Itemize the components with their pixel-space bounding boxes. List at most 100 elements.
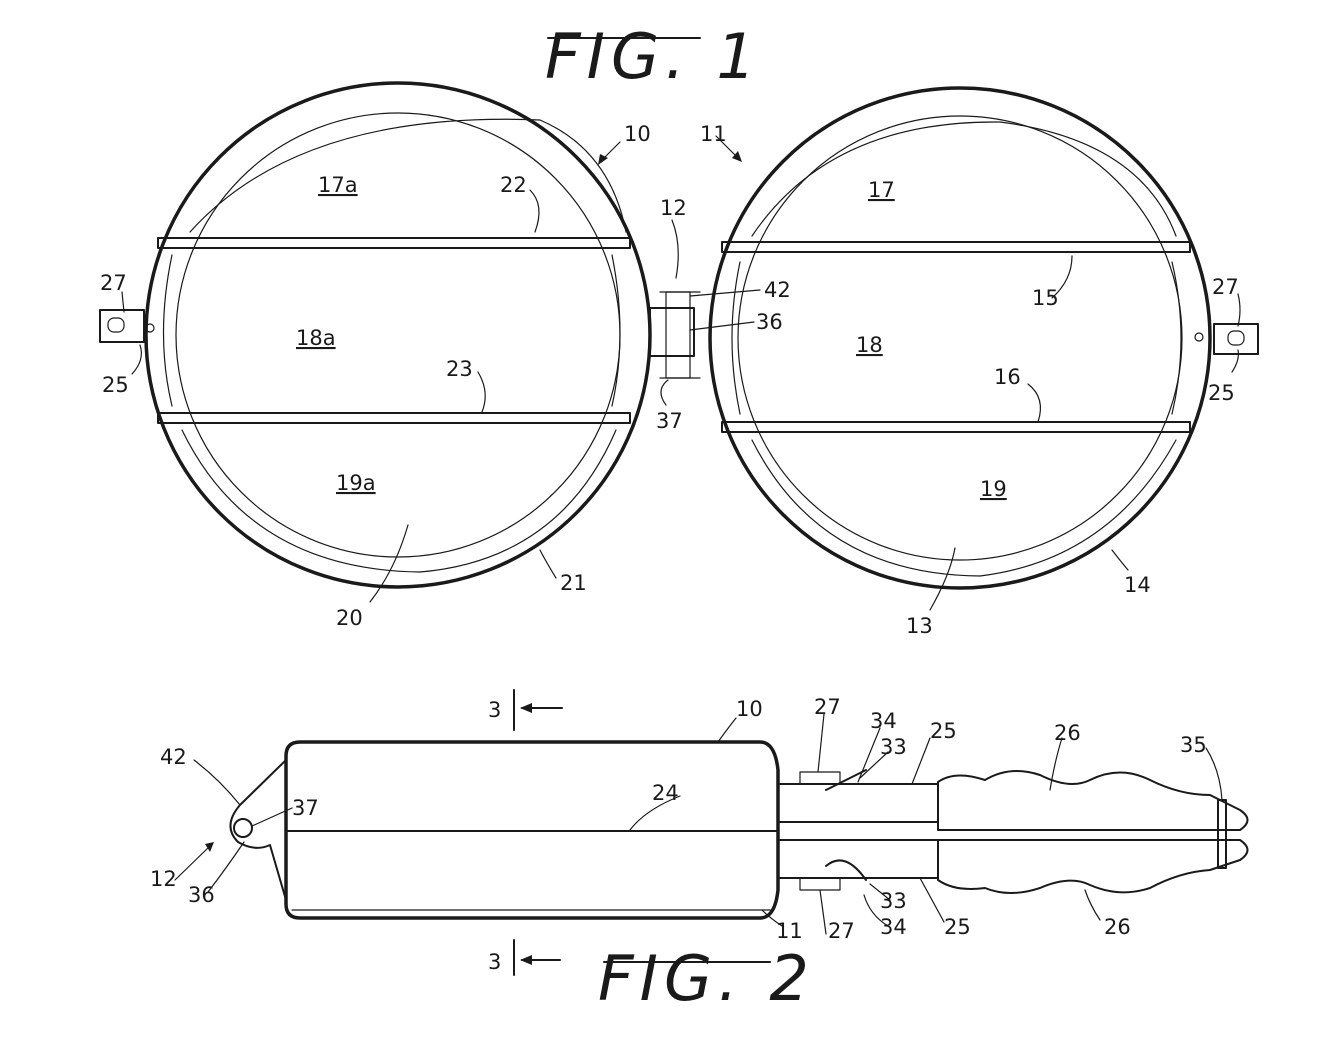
label-12: 12 [660, 196, 687, 220]
right-handle-stub [1213, 323, 1259, 355]
label-25-left: 25 [102, 373, 129, 397]
leader-25t [911, 737, 931, 785]
label-25-right: 25 [1208, 381, 1235, 405]
leader-27t [817, 713, 825, 773]
leader-33b [869, 883, 891, 901]
fig2-label-36: 36 [188, 883, 215, 907]
fig2-label-24: 24 [652, 781, 679, 805]
fig2-label-34-bottom: 34 [880, 915, 907, 939]
label-17: 17 [868, 178, 895, 202]
fig2-label-10: 10 [736, 697, 763, 721]
left-pan-lower-rib [157, 412, 631, 424]
label-21: 21 [560, 571, 587, 595]
compartment-19-outline [751, 439, 1177, 577]
leader-21 [539, 549, 557, 579]
fig-1: FIG. 1 [99, 20, 1259, 638]
leader-36 [689, 321, 755, 331]
leader-26b [1084, 889, 1101, 921]
leader-23 [477, 371, 486, 413]
right-pivot-dot [1194, 332, 1204, 342]
fig2-label-25-bottom: 25 [944, 915, 971, 939]
leader-15 [1051, 255, 1073, 299]
hinge-barrel [649, 307, 695, 357]
leader-26t [1049, 737, 1063, 791]
compartment-17a-outline [189, 118, 627, 233]
upper-latch-34 [825, 769, 867, 791]
leader-12 [671, 219, 679, 279]
label-27-right: 27 [1212, 275, 1239, 299]
lower-clip-27 [799, 877, 841, 891]
leader-34b [863, 894, 889, 927]
compartment-18-right-edge [1171, 261, 1182, 415]
leader-22 [529, 189, 540, 233]
right-pan-lower-rib [721, 421, 1191, 433]
section-label-top: 3 [488, 698, 501, 722]
leader-25a [131, 344, 142, 375]
leader-25b [1231, 349, 1239, 373]
fig2-label-27-bottom: 27 [828, 919, 855, 943]
label-36: 36 [756, 310, 783, 334]
leader-34t [857, 727, 881, 783]
right-handle-slot [1227, 330, 1245, 346]
label-16: 16 [994, 365, 1021, 389]
arrowhead-10 [598, 154, 608, 165]
fig-1-title: FIG. 1 [545, 20, 762, 93]
leader-11-fig2 [761, 909, 783, 927]
leader-24-fig2 [629, 795, 681, 831]
fig2-label-33-top: 33 [880, 735, 907, 759]
right-pan [708, 86, 1259, 611]
label-22: 22 [500, 173, 527, 197]
left-handle-slot [107, 317, 125, 333]
label-19: 19 [980, 477, 1007, 501]
fig2-label-25-top: 25 [930, 719, 957, 743]
leader-27b-fig2 [819, 889, 827, 935]
leader-33t [859, 751, 889, 779]
hinge-pin-37 [233, 818, 253, 838]
leader-42-fig2 [193, 759, 241, 806]
arrowhead-11 [732, 151, 742, 162]
left-handle-stub [99, 309, 145, 343]
arrow-12-fig2 [174, 845, 211, 881]
label-20: 20 [336, 606, 363, 630]
upper-clip-27 [799, 771, 841, 785]
upper-handle-shaft [777, 783, 939, 823]
label-18a: 18a [296, 326, 336, 350]
section-arrowhead-top [520, 703, 532, 713]
leader-37-fig2 [251, 807, 293, 827]
fig2-label-33-bottom: 33 [880, 889, 907, 913]
leader-13 [929, 547, 956, 611]
leader-16 [1027, 383, 1041, 423]
compartment-18a-right-edge [611, 254, 621, 407]
leader-36-fig2 [207, 841, 245, 893]
label-27-left: 27 [100, 271, 127, 295]
fig2-label-37: 37 [292, 796, 319, 820]
label-11: 11 [700, 122, 727, 146]
leader-37 [660, 379, 669, 406]
label-19a: 19a [336, 471, 376, 495]
arrow-11 [715, 135, 737, 157]
fig2-label-42: 42 [160, 745, 187, 769]
label-42: 42 [764, 278, 791, 302]
left-pan-inner-rim [175, 112, 621, 558]
fig2-label-27-top: 27 [814, 695, 841, 719]
grip-end-cap-35 [1217, 799, 1227, 869]
section-arrowhead-bottom [520, 955, 532, 965]
compartment-18a-left-edge [162, 254, 173, 407]
upper-grip-26 [937, 770, 1249, 831]
fig2-label-11: 11 [776, 919, 803, 943]
leader-20 [369, 524, 409, 603]
label-23: 23 [446, 357, 473, 381]
fig2-label-34-top: 34 [870, 709, 897, 733]
leader-10-fig2 [717, 717, 737, 743]
label-18: 18 [856, 333, 883, 357]
arrowhead-12-fig2 [205, 842, 214, 852]
leader-27a [121, 291, 125, 313]
hinge-plate [665, 291, 691, 379]
fig2-label-26-bottom: 26 [1104, 915, 1131, 939]
lower-latch-34 [825, 859, 867, 881]
right-pan-outer-rim [708, 86, 1212, 590]
right-pan-inner-rim [737, 115, 1183, 561]
section-label-bottom: 3 [488, 950, 501, 974]
